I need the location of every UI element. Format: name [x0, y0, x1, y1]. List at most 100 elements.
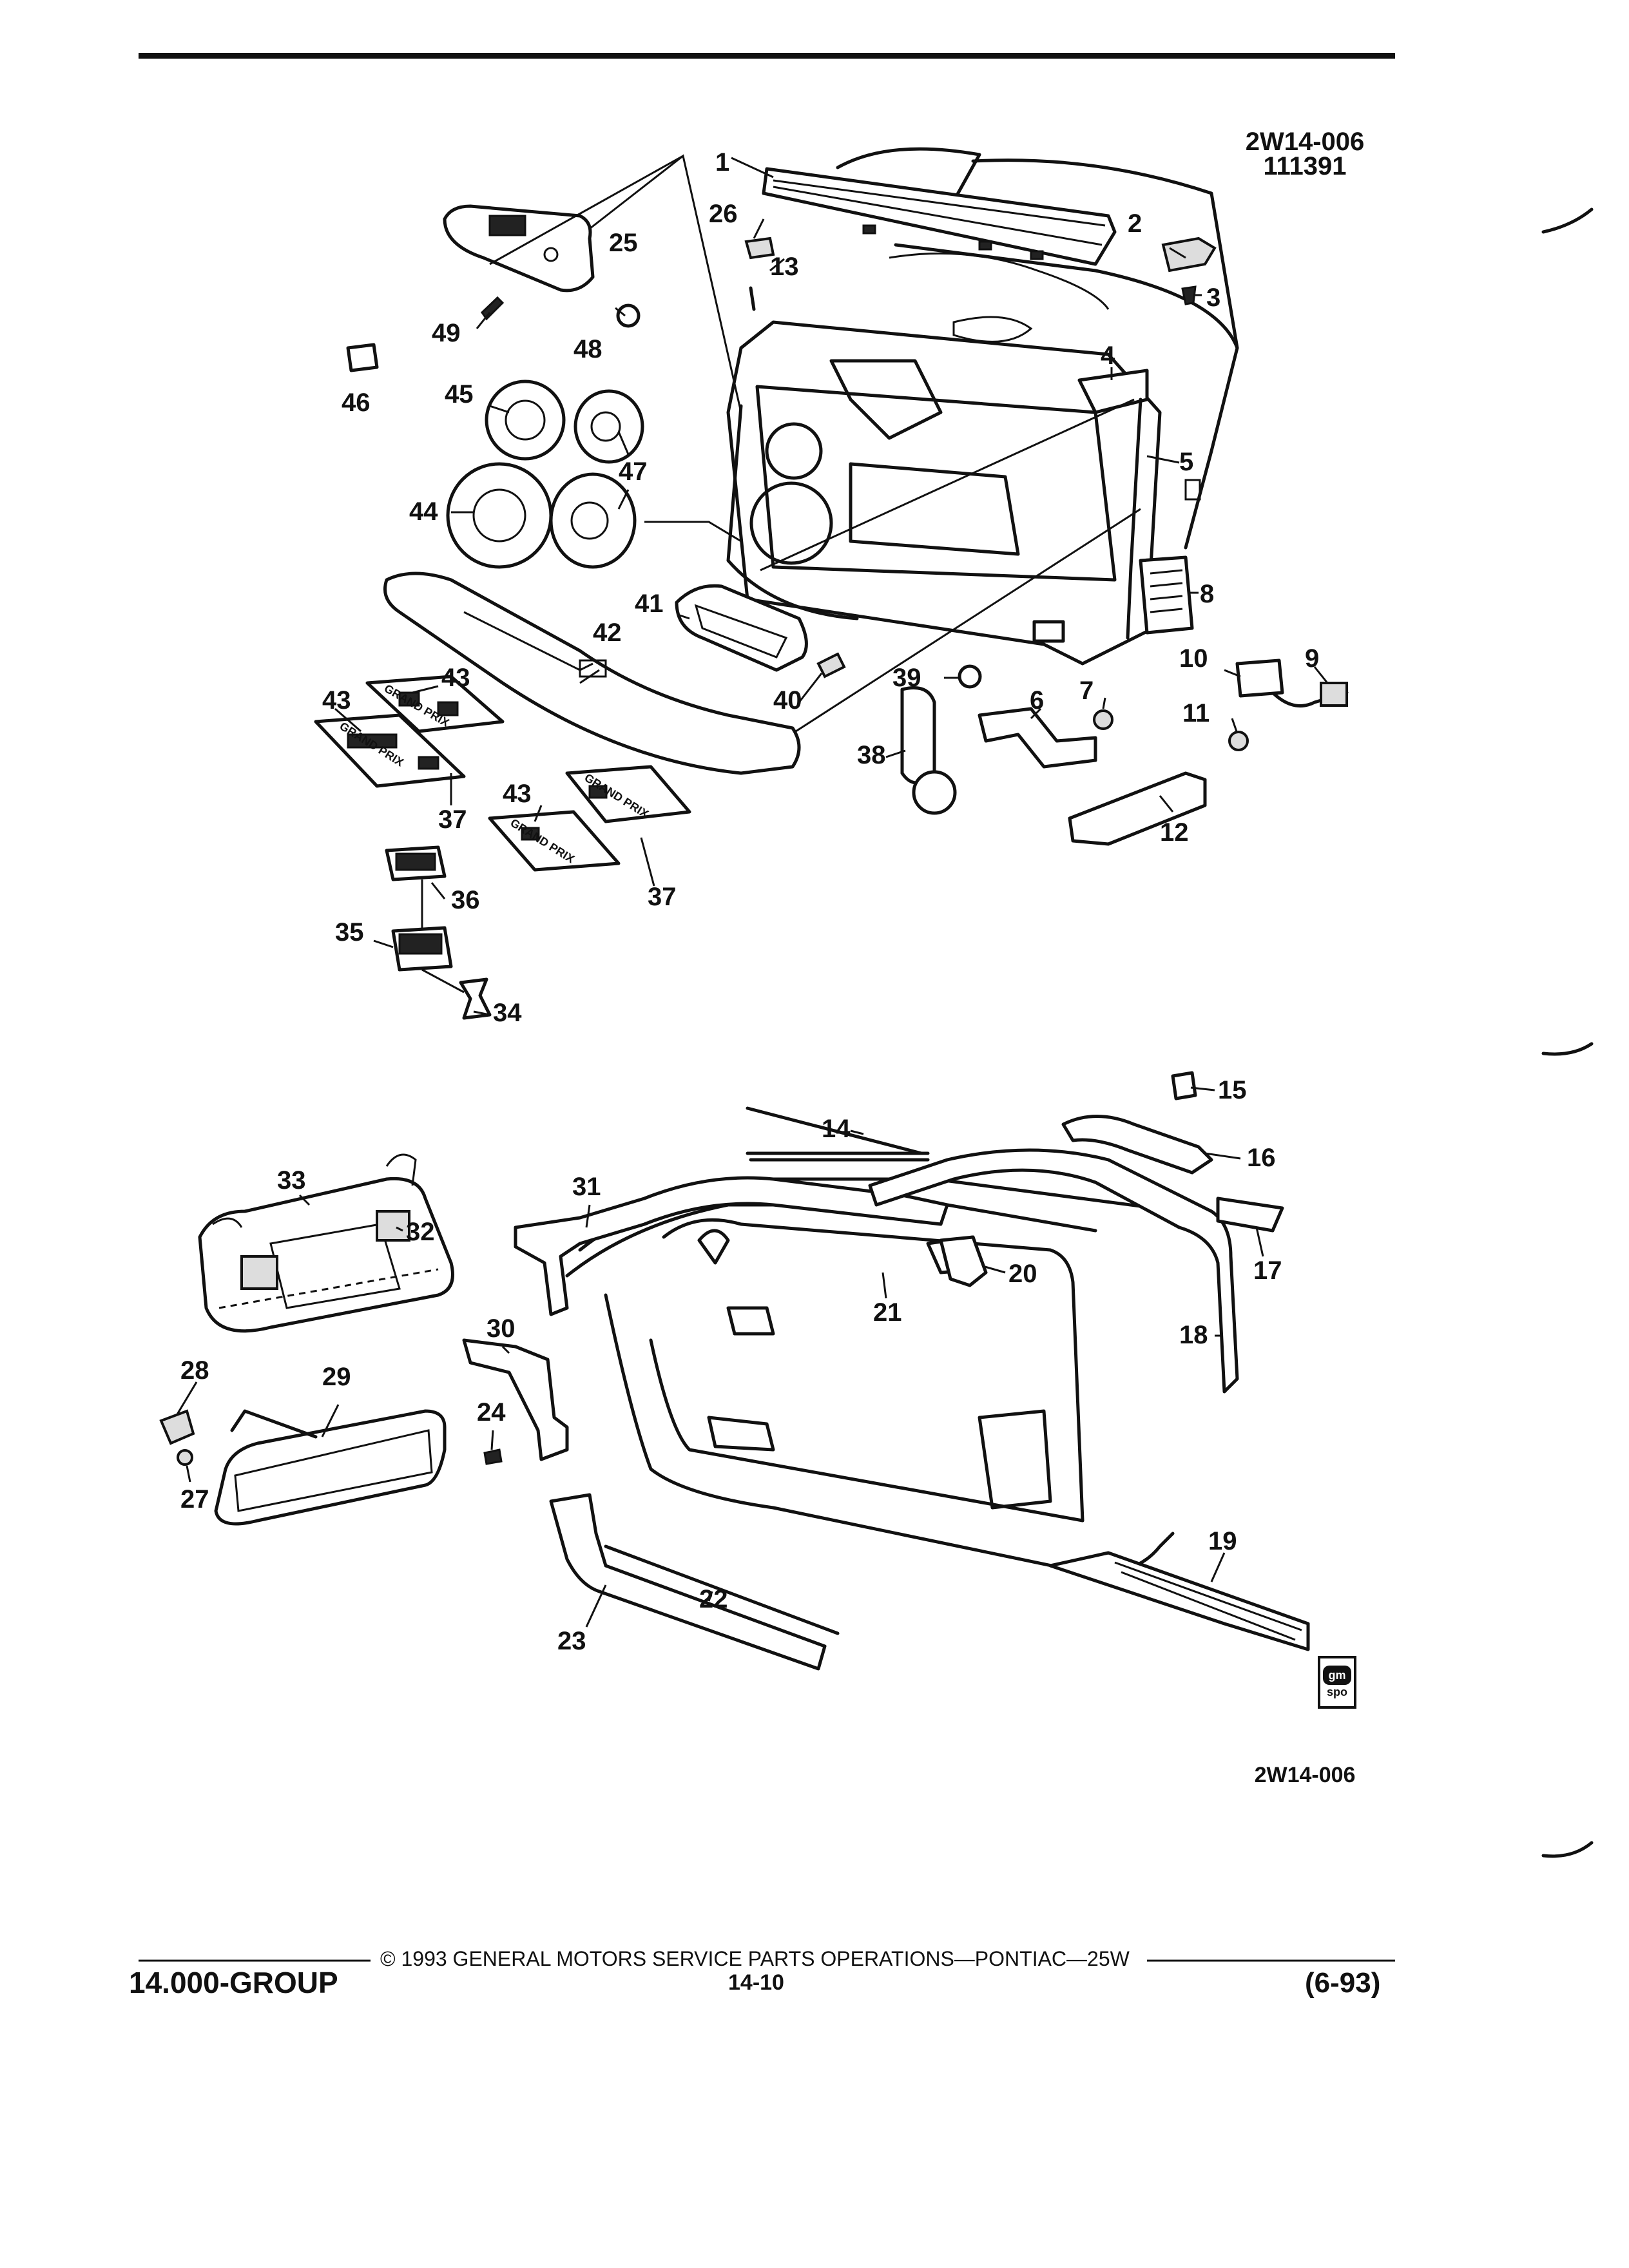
connector-part-9: [1320, 682, 1348, 707]
gm-logo-text: gm: [1323, 1666, 1351, 1685]
callout-30: 30: [487, 1314, 516, 1343]
callout-4: 4: [1101, 341, 1115, 370]
armrest-part-42: [383, 572, 801, 775]
callout-42: 42: [593, 619, 622, 647]
callout-13: 13: [770, 253, 799, 281]
callout-49: 49: [432, 319, 461, 347]
page-number: 14-10: [728, 1970, 784, 1995]
clip-part-46: [346, 343, 379, 372]
speaker-box-part-8: [1139, 555, 1194, 635]
callout-31: 31: [572, 1173, 601, 1201]
sunshade-part-33: [198, 1153, 454, 1333]
sill-plate-ribs: [1114, 1561, 1302, 1641]
callout-2: 2: [1128, 209, 1142, 238]
callout-25: 25: [609, 229, 638, 257]
callout-47: 47: [619, 457, 648, 486]
callout-1: 1: [715, 148, 730, 177]
callout-26: 26: [709, 200, 738, 228]
bracket-part-4: [1077, 369, 1149, 414]
screw-part-13: [749, 286, 756, 311]
callout-23: 23: [557, 1627, 586, 1655]
speaker-part-47-small: [574, 389, 644, 464]
bracket-part-12: [1068, 771, 1207, 846]
callout-29: 29: [322, 1363, 351, 1391]
callout-41: 41: [635, 590, 664, 618]
figure-code: 2W14-006: [1245, 128, 1365, 156]
fastener-part-48: [616, 303, 641, 328]
screw-part-24: [483, 1448, 503, 1465]
screw-part-49: [481, 296, 505, 321]
callout-14: 14: [822, 1115, 851, 1143]
callout-22: 22: [699, 1585, 728, 1613]
speaker-grille-part-45: [485, 380, 566, 461]
callout-33: 33: [277, 1166, 306, 1195]
callout-43b: 43: [322, 686, 351, 715]
binder-mark-bottom: [1541, 1841, 1594, 1858]
figure-date: 111391: [1263, 152, 1347, 180]
top-rule: [139, 53, 1395, 59]
leader-lines-lower: [176, 1086, 1264, 1628]
speaker-part-47-large: [549, 472, 637, 569]
spo-text: spo: [1326, 1686, 1347, 1698]
callout-20: 20: [1008, 1260, 1037, 1288]
molding-part-14: [746, 1106, 923, 1155]
switch-part-35: [391, 926, 453, 972]
striker-part-20: [939, 1235, 988, 1287]
callout-3: 3: [1206, 284, 1221, 312]
callout-18: 18: [1179, 1321, 1208, 1349]
switch-plate-part-37a: [314, 713, 466, 788]
fastener-part-40: [816, 652, 846, 678]
callout-28: 28: [180, 1356, 209, 1385]
switch-plate-part-43b: [565, 765, 691, 823]
callout-24: 24: [477, 1398, 506, 1427]
callout-32: 32: [406, 1218, 435, 1246]
callout-37a: 37: [438, 805, 467, 834]
callout-40: 40: [773, 686, 802, 715]
inside-rearview-mirror-part-29: [214, 1409, 447, 1526]
window-sealing-strip-part: [762, 167, 1117, 266]
fastener-part-39: [958, 664, 982, 689]
seal-part-5: [1126, 398, 1142, 640]
callout-45: 45: [445, 380, 474, 408]
callout-34: 34: [493, 999, 522, 1027]
sealing-strip-part-22: [604, 1544, 840, 1635]
callout-21: 21: [873, 1298, 902, 1327]
callout-44: 44: [409, 497, 438, 526]
callout-7: 7: [1079, 677, 1094, 705]
callout-5: 5: [1179, 448, 1194, 476]
callout-17: 17: [1253, 1256, 1282, 1285]
cover-part-28: [159, 1409, 195, 1445]
callout-43a: 43: [441, 664, 470, 692]
callout-37b: 37: [648, 883, 677, 911]
callout-10: 10: [1179, 644, 1208, 673]
clip-part-15: [1171, 1071, 1197, 1100]
gm-spo-badge: gm spo: [1318, 1656, 1356, 1709]
binder-mark-top: [1541, 207, 1594, 234]
callout-15: 15: [1218, 1076, 1247, 1104]
assist-handle-part-16: [1061, 1115, 1213, 1175]
switch-part-10: [1235, 658, 1284, 698]
callout-9: 9: [1305, 644, 1320, 673]
scuff-plate-part-23: [549, 1493, 827, 1671]
window-crank-part-38: [900, 686, 957, 815]
group-label: 14.000-GROUP: [129, 1966, 338, 1999]
callout-39: 39: [892, 664, 921, 692]
callout-36: 36: [451, 886, 480, 914]
callout-16: 16: [1247, 1144, 1276, 1172]
cover-part-17: [1216, 1196, 1284, 1233]
screw-part-27: [177, 1449, 193, 1466]
callout-35: 35: [335, 918, 364, 947]
nut-part-11: [1228, 731, 1249, 751]
bracket-part-30: [462, 1338, 569, 1461]
door-trim-panel: [726, 147, 1239, 666]
nut-part-7: [1093, 709, 1113, 730]
bracket-part-6: [978, 707, 1097, 769]
leader-lines-upper: [334, 154, 1329, 1016]
switch-part-36: [385, 845, 447, 881]
figure-code-bottom: 2W14-006: [1254, 1763, 1356, 1787]
callout-27: 27: [180, 1485, 209, 1514]
clip-part-2: [1161, 236, 1217, 273]
revision-date: (6-93): [1305, 1967, 1381, 1999]
